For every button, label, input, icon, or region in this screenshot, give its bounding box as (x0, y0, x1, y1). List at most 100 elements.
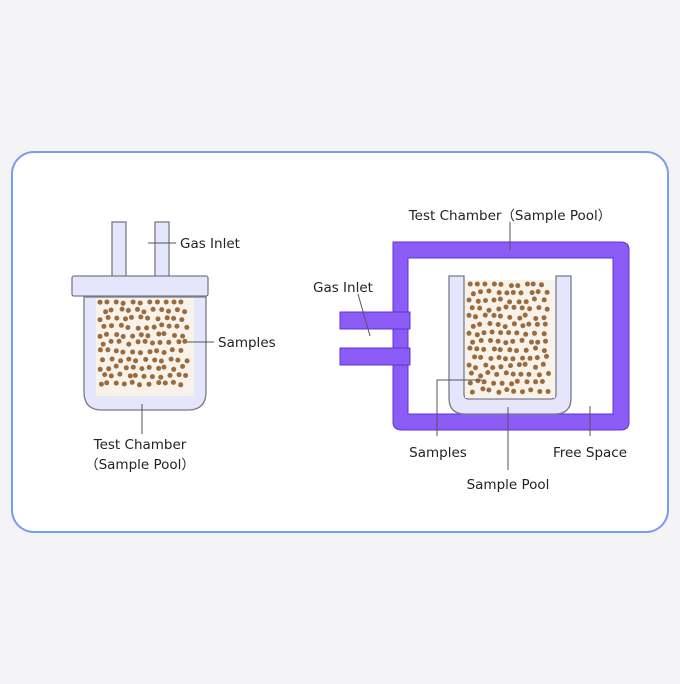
right-sample-dot (497, 296, 503, 302)
right-sample-dot (487, 321, 493, 326)
left-sample-dot (155, 316, 161, 322)
right-sample-dot (524, 379, 530, 385)
left-sample-dot (105, 315, 111, 320)
right-sample-dot (502, 324, 508, 330)
right-sample-dot (467, 345, 473, 351)
left-sample-dot (184, 324, 190, 330)
right-sample-dot (514, 330, 520, 336)
left-sample-dot (126, 356, 132, 362)
left-sample-dot (157, 340, 163, 345)
left-sample-dot (166, 308, 171, 314)
right-sample-dot (482, 281, 488, 287)
right-sample-dot (498, 281, 504, 287)
right-sample-dot (466, 297, 472, 303)
right-sample-dot (490, 365, 496, 371)
left-sample-dot (109, 356, 115, 362)
right-sample-dot (529, 290, 535, 296)
left-sample-dot (100, 341, 106, 347)
right-sample-dot (472, 354, 478, 360)
left-gas-inlet-tube (111, 221, 127, 279)
left-sample-dot (180, 333, 186, 339)
left-sample-dot (183, 373, 189, 378)
left-sample-dot (101, 323, 107, 329)
left-sample-dot (146, 364, 152, 370)
right-gas-inlet-label: Gas Inlet (313, 280, 373, 296)
left-chamber-label-line2: （Sample Pool） (85, 457, 195, 473)
right-sample-dot (473, 314, 478, 320)
right-sample-dot (518, 371, 524, 377)
left-sample-dot (170, 379, 176, 385)
right-sample-dot (520, 389, 525, 395)
right-sample-dot (478, 373, 484, 379)
right-sample-dot (470, 323, 476, 329)
right-sample-dot (540, 361, 546, 367)
left-sample-dot (98, 381, 104, 387)
right-sample-dot (516, 362, 522, 368)
right-sample-dot (477, 305, 483, 311)
left-sample-dot (147, 349, 153, 355)
right-sample-dot (533, 345, 538, 351)
left-sample-dot (171, 366, 177, 372)
left-sample-dot (104, 331, 109, 337)
left-sample-dot (113, 299, 119, 305)
right-sample-dot (525, 281, 530, 287)
left-sample-dot (156, 380, 162, 386)
left-sample-dot (135, 306, 140, 312)
right-pool-label: Sample Pool (467, 477, 550, 493)
left-sample-dot (125, 307, 131, 313)
right-sample-dot (536, 305, 542, 311)
left-sample-dot (137, 350, 143, 356)
left-sample-dot (132, 372, 138, 378)
left-sample-dot (182, 338, 188, 344)
right-sample-dot (470, 339, 476, 345)
right-sample-dot (527, 306, 533, 312)
right-sample-dot (533, 316, 539, 321)
left-sample-dot (133, 358, 139, 364)
left-sample-dot (105, 347, 111, 353)
left-sample-dot (182, 309, 188, 315)
left-sample-dot (130, 299, 136, 305)
right-gas-inlet-leader (357, 293, 371, 337)
right-sample-dot (481, 330, 487, 336)
left-sample-dot (156, 331, 162, 337)
left-sample-dot (152, 357, 158, 363)
right-sample-dot (491, 380, 497, 386)
right-sample-dot (511, 321, 517, 327)
left-sample-dot (97, 333, 103, 339)
right-gas-inlet-pipe-top (339, 311, 411, 330)
left-sample-dot (120, 334, 126, 339)
left-sample-dot (143, 356, 149, 362)
left-sample-dot (158, 374, 164, 380)
left-sample-dot (135, 339, 141, 345)
right-sample-dot (474, 332, 480, 338)
right-sample-dot (491, 312, 497, 318)
left-sample-dot (161, 350, 167, 355)
left-sample-dot (171, 315, 177, 321)
right-sample-dot (517, 315, 523, 321)
right-sample-dot (483, 298, 488, 303)
left-sample-dot (167, 372, 173, 378)
right-sample-dot (507, 347, 513, 353)
right-sample-dot (519, 305, 525, 311)
left-sample-dot (123, 365, 129, 371)
right-sample-dot (467, 281, 473, 287)
right-sample-dot (506, 330, 512, 336)
right-sample-dot (497, 347, 503, 353)
left-sample-dot (97, 299, 103, 305)
right-sample-dot (507, 314, 513, 320)
left-sample-dot (164, 315, 170, 321)
left-sample-dot (166, 339, 172, 345)
right-sample-dot (488, 356, 494, 361)
left-sample-dot (150, 340, 155, 346)
right-sample-dot (483, 362, 489, 368)
right-sample-dot (467, 380, 473, 386)
left-sample-dot (108, 307, 114, 313)
right-sample-dot (523, 331, 529, 337)
right-sample-dot (534, 321, 540, 327)
left-sample-dot (150, 306, 156, 312)
right-sample-dot (516, 299, 522, 305)
left-sample-dot (168, 356, 174, 362)
left-sample-dot (106, 366, 112, 372)
left-samples-label: Samples (218, 335, 276, 351)
